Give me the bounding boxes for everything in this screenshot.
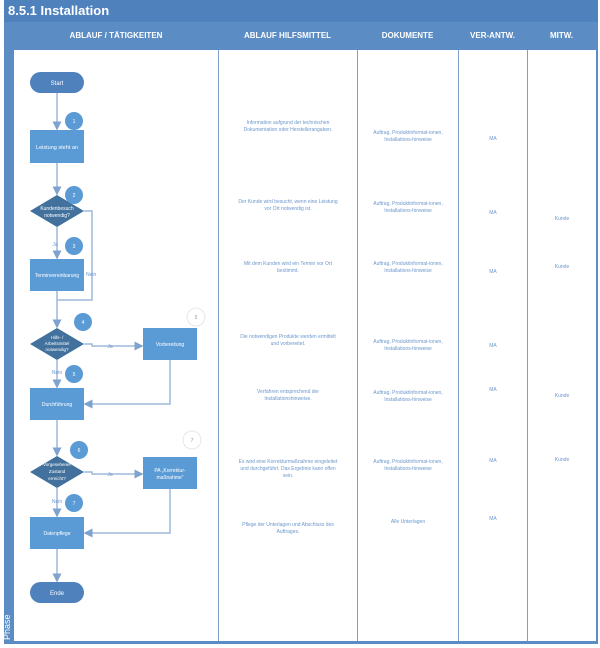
verantwortlich-cell: MA	[489, 136, 497, 142]
divider	[458, 50, 459, 641]
dokumente-cell: Alle Unterlagen	[390, 519, 426, 525]
verantwortlich-cell: MA	[489, 269, 497, 275]
verantwortlich-cell: MA	[489, 387, 497, 393]
connector	[57, 210, 93, 301]
dokumente-cell: Auftrag, Produktinformat-ionen, Installa…	[373, 201, 443, 214]
step-korrekturmassnahme	[143, 457, 197, 489]
dokumente-cell: Auftrag, Produktinformat-ionen, Installa…	[373, 261, 443, 274]
column-header-dokumente: DOKUMENTE	[381, 31, 434, 40]
step-label: Leistung steht an	[36, 145, 78, 151]
hilfsmittel-cell: Pflege der Unterlagen und Abschluss des …	[242, 522, 334, 535]
column-header-mitw: MITW.	[549, 31, 574, 40]
step-label: Vorbereitung	[156, 342, 185, 348]
column-header-ablauf: ABLAUF / TÄTIGKEITEN	[69, 31, 163, 40]
step-number: 6	[78, 448, 81, 454]
verantwortlich-cell: MA	[489, 343, 497, 349]
connector	[84, 469, 144, 479]
divider	[357, 50, 358, 641]
dokumente-cell: Auftrag, Produktinformat-ionen, Installa…	[373, 459, 443, 472]
dokumente-cell: Auftrag, Produktinformat-ionen, Installa…	[373, 390, 443, 403]
divider	[527, 50, 528, 641]
mitwirkend-cell: Kunde	[554, 457, 570, 463]
column-header-hilfsmittel: ABLAUF HILFSMITTEL	[243, 31, 332, 40]
verantwortlich-cell: MA	[489, 516, 497, 522]
step-datenpflege	[30, 517, 84, 549]
step-label: Datenpflege	[44, 531, 71, 537]
step-vorbereitung	[143, 328, 197, 360]
hilfsmittel-cell: Mit dem Kunden wird ein Termin vor Ort b…	[244, 261, 332, 274]
label-ja: Ja	[107, 344, 113, 350]
step-number: 4	[82, 320, 85, 326]
hilfsmittel-cell: Verfahren entsprechend der Installations…	[257, 389, 319, 402]
step-number-badge	[65, 186, 83, 204]
connector	[83, 360, 171, 409]
start-label: Start	[51, 81, 64, 87]
page-title: 8.5.1 Installation	[4, 0, 598, 22]
step-durchfuehrung	[30, 388, 84, 420]
decision-zustand	[30, 456, 84, 488]
connector	[83, 489, 171, 538]
step-number: 5	[73, 372, 76, 378]
end-label: Ende	[50, 591, 65, 597]
hilfsmittel-cell: Es wird eine Korrekturmaßnahme eingeleit…	[238, 459, 338, 479]
step-number: 2	[73, 193, 76, 199]
connector	[84, 341, 144, 351]
step-number-badge	[74, 313, 92, 331]
step-number-badge-white	[186, 307, 206, 327]
dokumente-cell: Auftrag, Produktinformat-ionen, Installa…	[373, 339, 443, 352]
decision-hilfsmittel	[30, 328, 84, 360]
hilfsmittel-cell: Der Kunde wird besucht, wenn eine Leistu…	[238, 199, 338, 212]
step-label: Durchführung	[42, 402, 73, 408]
step-number-badge	[65, 112, 83, 130]
step-terminvereinbarung	[30, 259, 84, 291]
hilfsmittel-cell: Information aufgrund der technischen Dok…	[243, 120, 333, 133]
svg-text:PA „Korrektur-maßnahme“: PA „Korrektur-maßnahme“	[154, 468, 186, 481]
mitwirkend-cell: Kunde	[554, 393, 570, 399]
dokumente-cell: Auftrag, Produktinformat-ionen, Installa…	[373, 130, 443, 143]
hilfsmittel-cell: Die notwendigen Produkte werden ermittel…	[240, 334, 336, 347]
column-header-verantw: VER-ANTW.	[470, 31, 515, 40]
step-number-badge	[65, 237, 83, 255]
label-nein: Nein	[86, 272, 97, 278]
verantwortlich-cell: MA	[489, 458, 497, 464]
step-leistung	[30, 130, 84, 163]
label-nein: Nein	[52, 499, 63, 505]
step-number-badge	[65, 365, 83, 383]
step-number-badge	[70, 441, 88, 459]
divider	[218, 50, 219, 641]
step-number: 3	[73, 244, 76, 250]
label-ja: Ja	[107, 472, 113, 478]
step-number-badge-white	[182, 430, 202, 450]
end-terminal	[30, 582, 84, 603]
step-number: 5	[195, 315, 198, 321]
start-terminal	[30, 72, 84, 93]
step-number: 7	[191, 438, 194, 444]
label-ja: Ja	[52, 242, 58, 248]
step-label: Terminvereinbarung	[35, 273, 79, 279]
verantwortlich-cell: MA	[489, 210, 497, 216]
mitwirkend-cell: Kunde	[554, 216, 570, 222]
mitwirkend-cell: Kunde	[554, 264, 570, 270]
step-number-badge	[65, 494, 83, 512]
label-nein: Nein	[52, 370, 63, 376]
step-number: 7	[73, 501, 76, 507]
step-number: 1	[73, 119, 76, 125]
